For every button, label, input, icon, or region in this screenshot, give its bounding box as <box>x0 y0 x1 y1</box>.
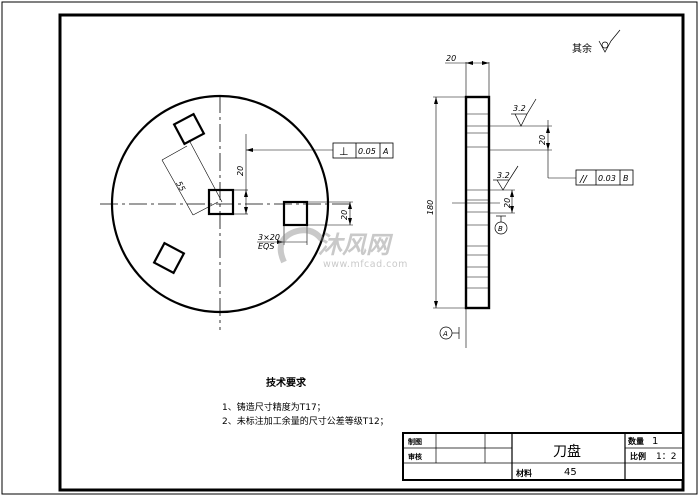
hidden-lines <box>467 113 488 289</box>
dim-diameter-label: 180 <box>426 200 435 215</box>
radial-line <box>188 139 223 203</box>
roughness-general-note: 其余 <box>572 29 621 55</box>
side-view: 20 180 20 // 0.03 B 3.2 <box>426 54 634 348</box>
roughness-symbol-lower: 3.2 <box>493 165 519 191</box>
svg-text:0.05: 0.05 <box>358 147 376 156</box>
roughness-symbol-upper: 3.2 <box>511 98 537 127</box>
inner-border <box>58 13 685 492</box>
svg-text:3.2: 3.2 <box>513 104 526 113</box>
dim-55-label: 55 <box>174 180 187 193</box>
tech-req-item-2: 2、未标注加工余量的尺寸公差等级T12； <box>222 415 389 427</box>
material-label: 材料 <box>516 468 532 478</box>
svg-text:3.2: 3.2 <box>497 171 510 180</box>
tech-req-title: 技术要求 <box>266 376 307 389</box>
scale-label: 比例 <box>630 451 646 461</box>
perpendicularity-frame: ⊥ 0.05 A <box>332 142 394 159</box>
dim-slot-upper-label: 20 <box>538 135 547 145</box>
upper-left-square-hole <box>172 112 206 146</box>
svg-text:www.mfcad.com: www.mfcad.com <box>323 259 408 270</box>
datum-a-marker: A <box>439 326 460 340</box>
scale-value: 1：2 <box>656 452 676 462</box>
parallel-symbol-icon: // <box>579 174 588 185</box>
dim-slot-lower-label: 20 <box>503 198 512 208</box>
dim-20-square-label: 20 <box>340 210 349 220</box>
parallelism-frame: // 0.03 B <box>575 169 634 186</box>
watermark: 沐风网 www.mfcad.com <box>277 227 408 270</box>
roughness-icon <box>598 29 621 53</box>
front-view: 55 20 ⊥ 0.05 A 20 3×20 EQS <box>100 94 394 330</box>
center-square-hole <box>207 188 235 216</box>
pattern-label: 3×20 <box>258 233 280 242</box>
svg-text:其余: 其余 <box>572 42 592 55</box>
drawn-by-label: 制图 <box>408 437 422 446</box>
part-name: 刀盘 <box>553 443 581 460</box>
right-square-hole <box>282 200 309 227</box>
svg-text:A: A <box>382 147 388 156</box>
quantity-value: 1 <box>652 436 658 447</box>
dim-55-line <box>161 159 194 216</box>
lower-left-square-hole <box>152 241 186 275</box>
side-profile <box>464 95 491 310</box>
quantity-label: 数量 <box>628 436 644 446</box>
dim-thickness-label: 20 <box>446 54 456 63</box>
tech-req-item-1: 1、铸造尺寸精度为T17； <box>222 401 326 413</box>
checked-by-label: 审核 <box>408 452 422 461</box>
svg-text:沐风网: 沐风网 <box>318 231 394 259</box>
eqs-label: EQS <box>258 242 274 251</box>
svg-text:A: A <box>442 330 448 338</box>
title-block: 制图 审核 刀盘 数量 1 比例 1：2 材料 45 <box>402 432 684 481</box>
material-value: 45 <box>564 467 577 478</box>
perpendicular-symbol-icon: ⊥ <box>339 145 349 158</box>
datum-b-marker: B <box>494 215 508 235</box>
technical-requirements: 技术要求 1、铸造尺寸精度为T17； 2、未标注加工余量的尺寸公差等级T12； <box>222 376 389 427</box>
svg-text:0.03: 0.03 <box>598 174 616 183</box>
dim-20-offset-label: 20 <box>236 166 245 176</box>
watermark-logo-icon <box>277 227 325 264</box>
svg-text:B: B <box>498 225 503 233</box>
svg-text:B: B <box>623 174 629 183</box>
